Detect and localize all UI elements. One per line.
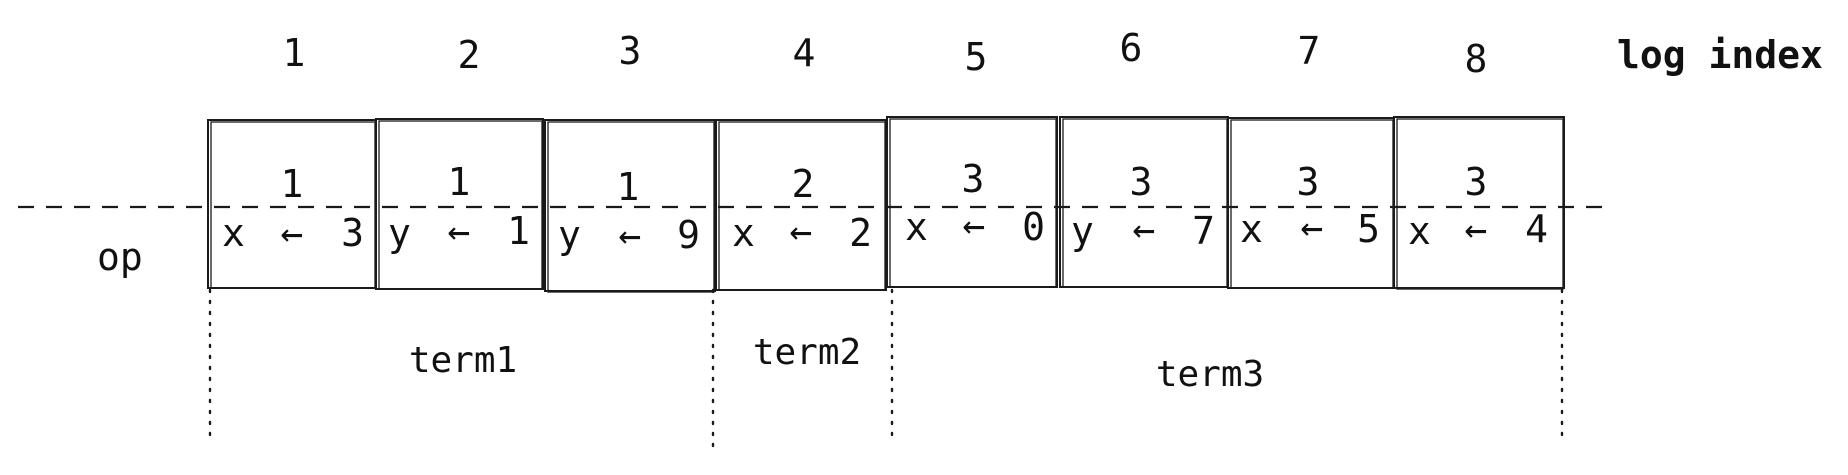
assign-arrow: ← [790, 209, 813, 253]
entry-term-number: 1 [617, 165, 640, 209]
term-group-label: term3 [1156, 354, 1264, 395]
entry-value: 0 [1022, 205, 1045, 249]
entry-variable: x [222, 211, 245, 255]
log-entry: 4 2 x ← 2 [715, 31, 887, 291]
entry-variable: x [732, 211, 755, 255]
log-entry: 3 1 y ← 9 [544, 29, 716, 293]
assign-arrow: ← [1465, 207, 1488, 251]
assign-arrow: ← [281, 211, 304, 255]
log-index-number: 2 [458, 33, 481, 77]
entry-value: 1 [507, 209, 530, 253]
log-cell-box [886, 116, 1058, 288]
entry-variable: x [905, 205, 928, 249]
entry-variable: y [558, 213, 581, 257]
log-entry: 7 3 x ← 5 [1227, 29, 1395, 289]
entry-value: 5 [1357, 207, 1380, 251]
entry-value: 7 [1192, 209, 1215, 253]
entry-term-number: 3 [1130, 160, 1153, 204]
entry-term-number: 3 [1465, 160, 1488, 204]
log-index-number: 7 [1298, 29, 1321, 73]
log-cell-box [375, 118, 544, 290]
term-group-label: term1 [409, 340, 517, 381]
log-index-number: 8 [1465, 37, 1488, 81]
entry-variable: y [1071, 209, 1094, 253]
entry-variable: y [388, 211, 411, 255]
entry-term-number: 1 [281, 162, 304, 206]
log-index-number: 3 [619, 29, 642, 73]
assign-arrow: ← [1301, 205, 1324, 249]
assign-arrow: ← [619, 213, 642, 257]
log-entry: 2 1 y ← 1 [375, 33, 544, 290]
entry-value: 4 [1525, 207, 1548, 251]
log-entry: 1 1 x ← 3 [207, 31, 377, 289]
log-index-label: log index [1617, 33, 1823, 77]
log-index-number: 4 [793, 31, 816, 75]
entry-term-number: 1 [448, 160, 471, 204]
log-cell-box [1393, 116, 1565, 289]
log-index-number: 5 [965, 35, 988, 79]
entry-term-number: 3 [1297, 160, 1320, 204]
entry-value: 2 [849, 211, 872, 255]
log-entry: 5 3 x ← 0 [886, 35, 1058, 288]
entry-term-number: 3 [962, 157, 985, 201]
log-entry: 8 3 x ← 4 [1393, 37, 1565, 290]
entry-term-number: 2 [792, 162, 815, 206]
op-row-label: op [97, 235, 143, 279]
entry-variable: x [1408, 209, 1431, 253]
log-entry: 6 3 y ← 7 [1059, 26, 1229, 288]
assign-arrow: ← [1133, 207, 1156, 251]
entry-value: 9 [677, 213, 700, 257]
term-group-label: term2 [753, 332, 861, 373]
assign-arrow: ← [448, 209, 471, 253]
entry-value: 3 [341, 211, 364, 255]
log-index-number: 6 [1120, 26, 1143, 70]
log-index-number: 1 [283, 31, 306, 75]
entry-variable: x [1240, 207, 1263, 251]
assign-arrow: ← [963, 203, 986, 247]
